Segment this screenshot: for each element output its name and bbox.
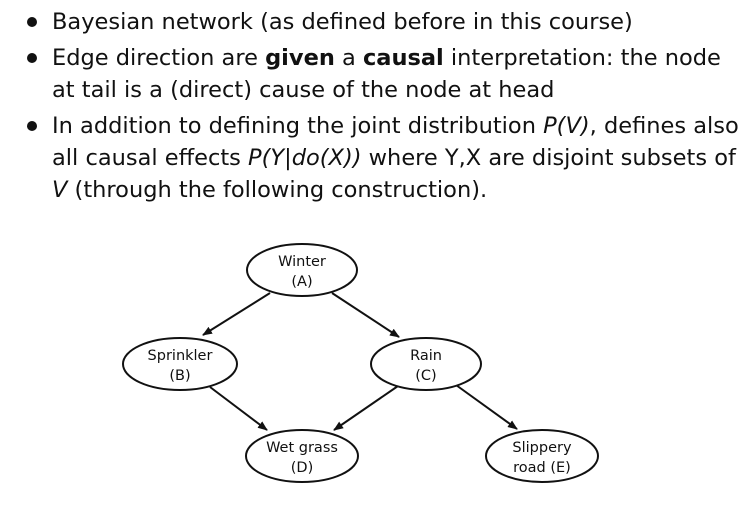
node-rain: Rain (C)	[370, 337, 482, 391]
bullet-item-3: In addition to defining the joint distri…	[24, 110, 740, 206]
bullet-dot-icon	[27, 17, 37, 27]
node-c-id: (C)	[415, 368, 436, 384]
node-e-id: road (E)	[513, 460, 571, 476]
bullet-dot-icon	[27, 121, 37, 131]
node-b-label: Sprinkler	[148, 348, 213, 364]
bullet-item-1: Bayesian network (as defined before in t…	[24, 6, 740, 38]
node-a-id: (A)	[291, 274, 312, 290]
node-sprinkler: Sprinkler (B)	[122, 337, 238, 391]
bullet-2-pre: Edge direction are	[52, 45, 266, 71]
bullet-3-post: (through the following construction).	[67, 177, 488, 203]
node-a-label: Winter	[278, 254, 326, 270]
edge-a-b	[202, 292, 271, 336]
bullet-3-math-causal-effect: P(Y|do(X))	[248, 145, 362, 171]
node-d-label: Wet grass	[266, 440, 338, 456]
bullet-dot-icon	[27, 53, 37, 63]
bullet-3-math-v: V	[52, 177, 68, 203]
bullet-1-text: Bayesian network (as defined before in t…	[52, 9, 633, 35]
bullet-3-mid: , defines also all causal effects	[52, 113, 739, 171]
bullet-list: Bayesian network (as defined before in t…	[24, 6, 740, 210]
node-slippery-road: Slippery road (E)	[485, 429, 599, 483]
bullet-2-bold-causal: causal	[362, 45, 444, 71]
edge-a-c	[331, 292, 400, 338]
edge-b-d	[209, 386, 268, 431]
bullet-3-mid2: where Y,X are disjoint subsets of	[361, 145, 736, 171]
node-e-label: Slippery	[512, 440, 572, 456]
bullet-2-post: interpretation: the node at tail is a (d…	[52, 45, 721, 103]
edge-c-d	[333, 385, 399, 431]
node-b-id: (B)	[169, 368, 190, 384]
bullet-2-mid: a	[334, 45, 363, 71]
node-winter: Winter (A)	[246, 243, 358, 297]
bullet-2-bold-given: given	[265, 45, 335, 71]
node-d-id: (D)	[291, 460, 313, 476]
bullet-3-pre: In addition to defining the joint distri…	[52, 113, 544, 139]
bullet-3-math-pv: P(V)	[543, 113, 590, 139]
bullet-item-2: Edge direction are given a causal interp…	[24, 42, 740, 106]
edge-c-e	[455, 384, 518, 430]
node-c-label: Rain	[410, 348, 442, 364]
node-wet-grass: Wet grass (D)	[245, 429, 359, 483]
